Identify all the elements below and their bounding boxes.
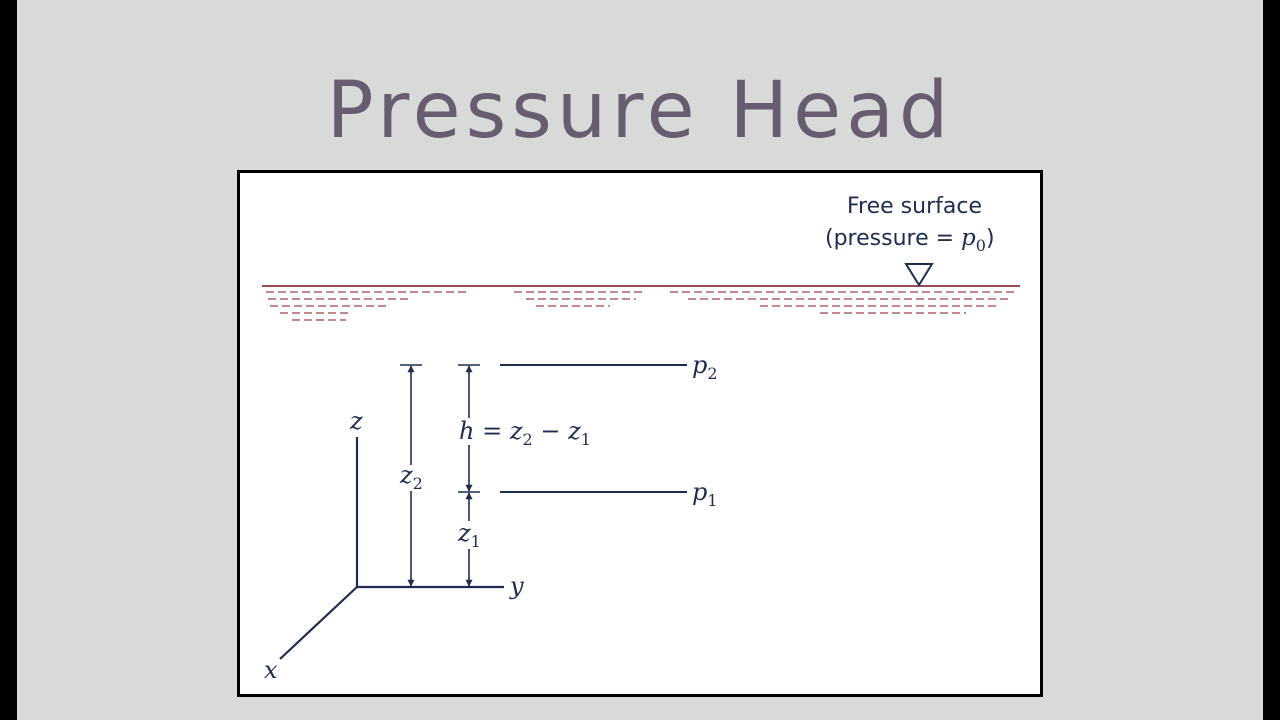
h-equals: =: [474, 417, 509, 445]
z-axis-label: z: [349, 407, 363, 435]
z2-sub: 2: [413, 474, 423, 493]
free-surface-label: Free surface: [847, 194, 982, 219]
pressure-head-diagram: Free surface (pressure = p0) p2 p1: [262, 194, 1020, 684]
z1-label: z1: [457, 519, 481, 551]
p1-label: p1: [692, 478, 718, 510]
coordinate-axes: [279, 437, 504, 660]
figure-frame: Free surface (pressure = p0) p2 p1: [237, 170, 1043, 697]
p2-label: p2: [692, 351, 718, 383]
h-z1-sub: 1: [581, 430, 591, 449]
p1-sub: 1: [707, 491, 717, 510]
y-axis-label: y: [509, 572, 524, 600]
h-var: h: [459, 417, 474, 445]
x-axis: [279, 585, 359, 660]
h-minus: −: [533, 417, 568, 445]
water-hatching: [266, 291, 1018, 321]
slide-title: Pressure Head: [326, 66, 954, 156]
h-equation: h = z2 − z1: [459, 417, 591, 449]
free-surface-pressure-suffix: ): [986, 226, 995, 251]
z1-sub: 1: [471, 532, 481, 551]
pressure-levels: p2 p1: [500, 351, 718, 510]
free-surface-pressure-label: (pressure = p0): [825, 225, 995, 255]
free-surface-p-var: p: [961, 225, 976, 251]
p1-var: p: [692, 478, 707, 506]
h-z1-var: z: [567, 417, 581, 445]
free-surface-p-sub: 0: [976, 236, 986, 255]
z1-var: z: [457, 519, 471, 547]
z2-label: z2: [399, 461, 423, 493]
z2-var: z: [399, 461, 413, 489]
p2-var: p: [692, 351, 707, 379]
free-surface-pressure-prefix: (pressure =: [825, 226, 961, 251]
x-axis-label: x: [264, 656, 278, 684]
h-z2-sub: 2: [523, 430, 533, 449]
p2-sub: 2: [707, 364, 717, 383]
free-surface: Free surface (pressure = p0): [262, 194, 1020, 321]
dimension-markers: [400, 364, 480, 587]
free-surface-triangle-icon: [904, 263, 934, 287]
h-z2-var: z: [509, 417, 523, 445]
